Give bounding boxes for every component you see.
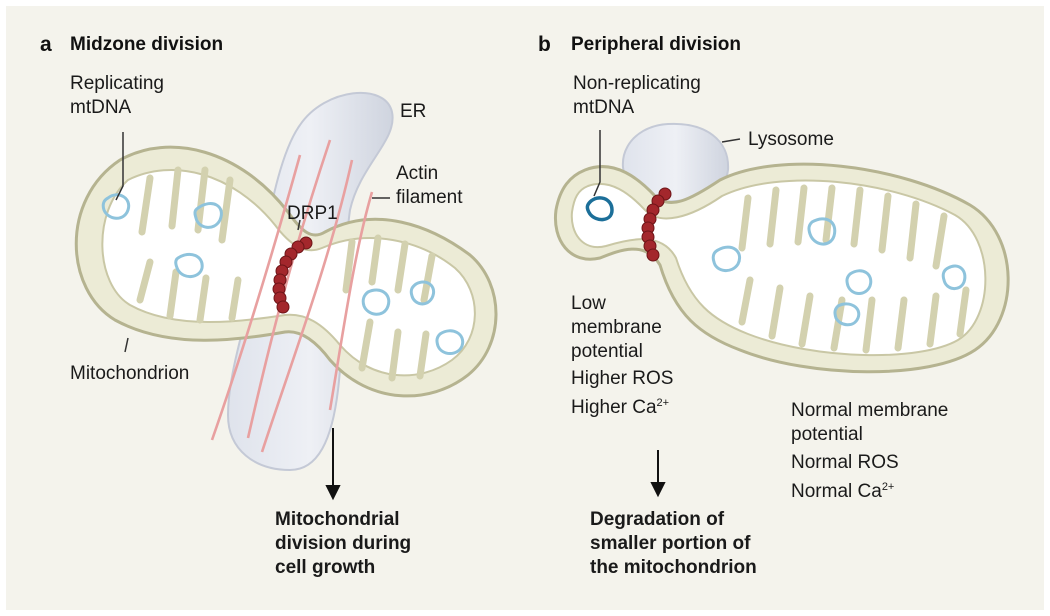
leader-lines	[115, 130, 741, 353]
label-normal-membrane-potential: Normal membrane potential	[791, 400, 949, 445]
panel-letter-b: b	[538, 33, 551, 56]
mitochondrion-peripheral	[553, 162, 1010, 374]
actin-filaments	[210, 139, 374, 453]
label-higher-ros: Higher ROS	[571, 368, 674, 389]
panel-a-title: Midzone division	[70, 34, 224, 55]
label-low-membrane-potential: Low membrane potential	[571, 293, 662, 362]
drp1-ring	[272, 236, 313, 314]
label-mitochondrion: Mitochondrion	[70, 363, 190, 384]
label-actin-filament: Actin filament	[396, 163, 463, 208]
label-normal-ros: Normal ROS	[791, 452, 899, 473]
label-normal-ca: Normal Ca2+	[791, 481, 895, 502]
label-lysosome: Lysosome	[748, 129, 834, 150]
arrow-peripheral	[650, 450, 666, 498]
label-er: ER	[400, 101, 427, 122]
outcome-midzone: Mitochondrial division during cell growt…	[275, 509, 412, 578]
outcome-peripheral: Degradation of smaller portion of the mi…	[590, 509, 757, 578]
label-replicating-mtdna: Replicating mtDNA	[70, 73, 164, 118]
non-replicating-mtdna-ring	[585, 196, 614, 222]
panel-letter-a: a	[40, 33, 52, 56]
label-non-replicating-mtdna: Non-replicating mtDNA	[573, 73, 701, 118]
panel-b-title: Peripheral division	[571, 34, 741, 55]
label-higher-ca: Higher Ca2+	[571, 397, 670, 418]
arrow-midzone	[325, 428, 341, 501]
drp1-ring-peripheral	[641, 187, 672, 262]
label-drp1: DRP1	[287, 203, 338, 224]
